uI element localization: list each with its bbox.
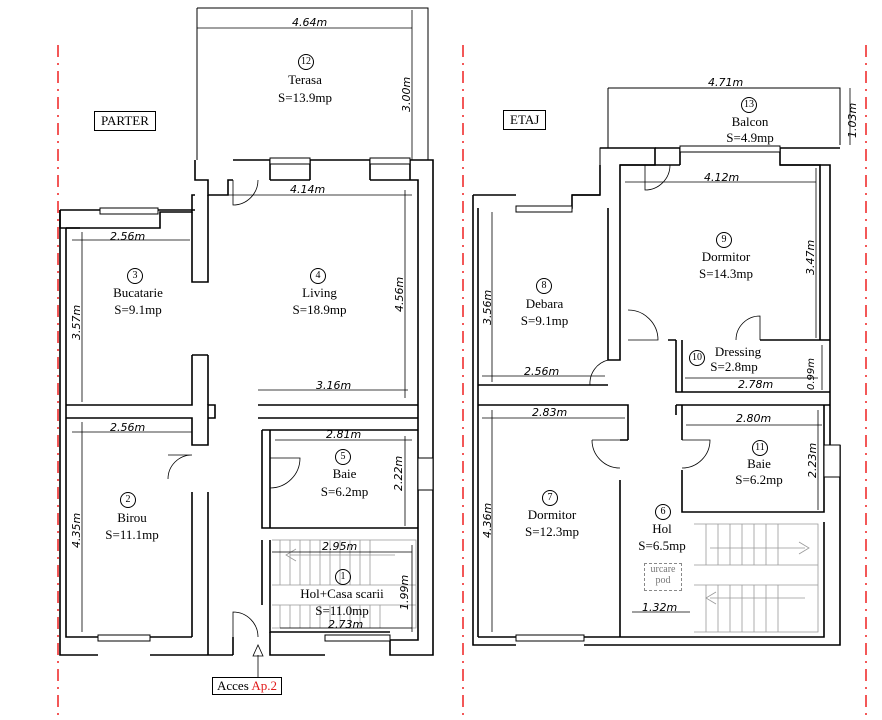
dimension-label: 2.80m — [736, 412, 772, 425]
dimension-label: 4.35m — [70, 512, 83, 548]
room-name: Hol+Casa scarii — [300, 586, 384, 601]
room-area: S=14.3mp — [699, 266, 753, 281]
room-name: Living — [302, 285, 337, 300]
dimension-label: 2.22m — [392, 455, 405, 491]
dimension-label: 4.36m — [481, 502, 494, 538]
dimension-label: 2.83m — [532, 406, 568, 419]
dimension-label: 4.14m — [290, 183, 326, 196]
balcony-door-window — [679, 145, 781, 153]
dimension-label: 3.57m — [70, 304, 83, 340]
dimension-label: 2.56m — [110, 230, 146, 243]
access-label: Acces Ap.2 — [212, 677, 282, 695]
room-area: S=6.2mp — [735, 472, 783, 487]
room-name: Balcon — [731, 114, 769, 129]
room-number: 4 — [310, 268, 326, 284]
dimension-label: 3.56m — [481, 289, 494, 325]
dimension-label: 2.73m — [328, 618, 364, 631]
upper-floor-walls — [472, 87, 841, 646]
room-area: S=6.2mp — [320, 484, 369, 499]
room-name: Bucatarie — [113, 285, 163, 300]
access-apartment: Ap.2 — [251, 678, 277, 693]
dimension-lines — [72, 10, 851, 632]
dimension-label: 3.16m — [316, 379, 352, 392]
room-name: Hol — [652, 521, 672, 536]
room-number: 9 — [716, 232, 732, 248]
dimension-label: 4.64m — [292, 16, 328, 29]
room-area: S=18.9mp — [292, 302, 347, 317]
room-number: 7 — [542, 490, 558, 506]
dimension-label: 3.00m — [400, 76, 413, 112]
dimension-label: 0.99m — [806, 357, 817, 390]
room-number: 8 — [536, 278, 552, 294]
upper-floor-label: ETAJ — [503, 110, 547, 130]
room-number: 5 — [335, 449, 351, 465]
room-name: Terasa — [288, 72, 322, 87]
room-name: Baie — [747, 456, 771, 471]
room-area: S=12.3mp — [525, 524, 579, 539]
attic-stair-note: urcare pod — [644, 563, 682, 591]
upper-floor-stairs — [694, 523, 819, 633]
room-area: S=11.0mp — [315, 603, 369, 618]
dimension-label: 4.71m — [708, 76, 744, 89]
room-number: 1 — [335, 569, 351, 585]
room-area: S=11.1mp — [105, 527, 159, 542]
room-number: 2 — [120, 492, 136, 508]
ground-floor-label: PARTER — [94, 111, 156, 131]
dimension-label: 1.99m — [398, 574, 411, 610]
room-area: S=9.1mp — [520, 313, 569, 328]
dimension-label: 2.78m — [738, 378, 774, 391]
room-area: S=4.9mp — [726, 130, 774, 145]
dimension-label: 2.95m — [322, 540, 358, 553]
room-name: Dormitor — [701, 249, 751, 264]
dimension-label: 4.12m — [704, 171, 740, 184]
dimension-label: 2.56m — [524, 365, 560, 378]
room-area: S=2.8mp — [710, 359, 758, 374]
room-name: Dressing — [714, 344, 762, 359]
dimension-label: 1.03m — [846, 102, 859, 138]
room-number: 11 — [752, 440, 768, 456]
access-prefix: Acces — [217, 678, 249, 693]
room-number: 3 — [127, 268, 143, 284]
room-area: S=13.9mp — [278, 90, 332, 105]
room-number: 13 — [741, 97, 757, 113]
ground-floor-walls — [59, 7, 434, 656]
dimension-label: 3.47m — [804, 239, 817, 275]
dimension-label: 2.81m — [326, 428, 362, 441]
access-arrow — [252, 644, 264, 678]
ground-floor-doors — [167, 179, 301, 638]
dimension-label: 1.32m — [642, 601, 678, 614]
room-name: Debara — [525, 296, 564, 311]
dimension-label: 2.56m — [110, 421, 146, 434]
room-number: 12 — [298, 54, 314, 70]
room-area: S=6.5mp — [638, 538, 686, 553]
room-name: Dormitor — [527, 507, 577, 522]
dimension-label: 2.23m — [806, 442, 819, 478]
upper-floor-doors — [589, 164, 761, 469]
room-name: Baie — [332, 466, 357, 481]
room-number: 6 — [655, 504, 671, 520]
room-number: 10 — [689, 350, 705, 366]
room-area: S=9.1mp — [114, 302, 162, 317]
room-name: Birou — [117, 510, 147, 525]
dimension-label: 4.56m — [393, 276, 406, 312]
